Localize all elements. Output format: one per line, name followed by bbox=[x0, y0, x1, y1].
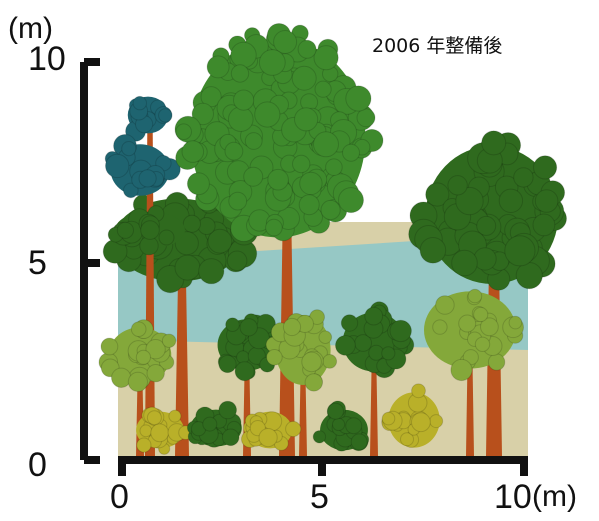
y-tick-label-0: 0 bbox=[28, 446, 47, 484]
shrub-2-canopy bbox=[186, 400, 242, 448]
understory-tree-1-canopy bbox=[98, 319, 177, 392]
tree-teal-top-canopy bbox=[125, 95, 173, 142]
trees-layer bbox=[98, 23, 567, 456]
shrub-1-canopy bbox=[136, 406, 194, 455]
shrub-4-canopy bbox=[312, 400, 370, 452]
tree-teal-low-canopy bbox=[107, 205, 185, 256]
understory-tree-3-canopy bbox=[265, 309, 338, 392]
tree-left-large-trunk bbox=[175, 250, 189, 456]
shrub-5-canopy bbox=[381, 383, 444, 448]
x-axis bbox=[118, 456, 528, 476]
diagram-title: 2006 年整備後 bbox=[372, 35, 503, 57]
x-axis-unit: (m) bbox=[532, 480, 577, 513]
x-tick-label-0: 0 bbox=[110, 478, 129, 516]
tree-central-canopy bbox=[174, 23, 384, 242]
y-tick-label-5: 5 bbox=[28, 244, 47, 282]
y-axis-unit: (m) bbox=[8, 12, 53, 45]
x-tick-label-10: 10 bbox=[494, 478, 532, 516]
understory-tree-5-canopy bbox=[424, 288, 524, 382]
tree-teal-mid-canopy bbox=[104, 134, 181, 199]
x-tick-label-5: 5 bbox=[310, 478, 329, 516]
understory-tree-4-canopy bbox=[335, 301, 415, 379]
y-axis bbox=[80, 58, 100, 464]
shrub-3-canopy bbox=[241, 411, 302, 451]
y-tick-label-10: 10 bbox=[28, 40, 66, 78]
tree-right-large-canopy bbox=[408, 130, 567, 291]
